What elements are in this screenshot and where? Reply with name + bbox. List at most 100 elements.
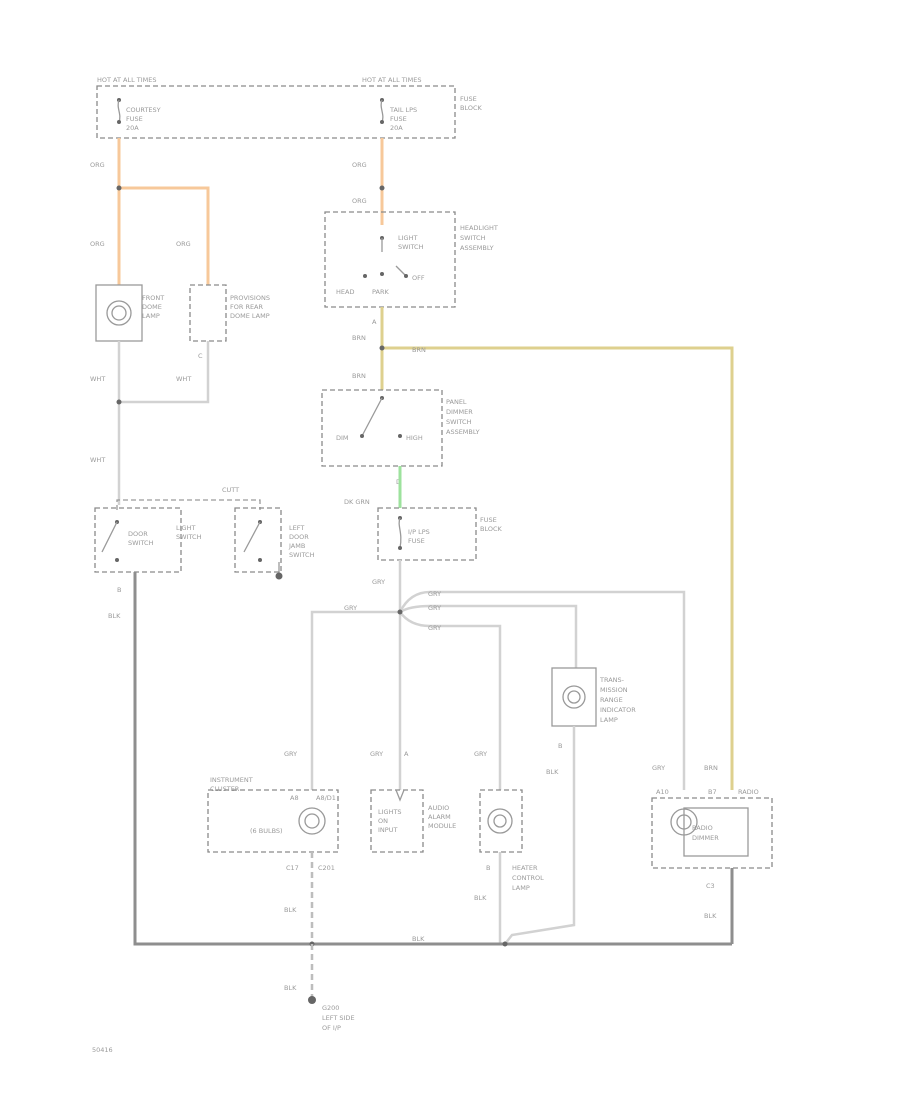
ip-lps-line2: FUSE <box>408 537 425 545</box>
gry-label-8: GRY <box>474 750 487 758</box>
footer-code: 50416 <box>92 1046 113 1054</box>
g200-line2: LEFT SIDE <box>322 1014 355 1022</box>
heater-line3: LAMP <box>512 884 530 892</box>
radio-dimmer-line2: DIMMER <box>692 834 719 842</box>
audio-alarm-line3: MODULE <box>428 822 456 830</box>
blk-label-7: BLK <box>284 984 297 992</box>
fuse-block-label-1a: FUSE <box>460 95 477 103</box>
fuse-block-label-1b: BLOCK <box>460 104 483 112</box>
head-label: HEAD <box>336 288 354 296</box>
brn-label-3: BRN <box>352 372 366 380</box>
light-switch2-line1: LIGHT <box>176 524 195 532</box>
high-label: HIGH <box>406 434 423 442</box>
courtesy-fuse-icon <box>117 98 121 124</box>
org-label-2: ORG <box>90 240 105 248</box>
ground-bus: BLK BLK G200 LEFT SIDE OF I/P <box>133 572 732 1032</box>
front-dome-line3: LAMP <box>142 312 160 320</box>
blk-label-3: BLK <box>284 906 297 914</box>
brn-label-4: BRN <box>704 764 718 772</box>
radio: A10 B7 RADIO RADIO DIMMER C3 BLK <box>651 788 773 944</box>
door-light-switch-box: CUTT DOOR SWITCH LIGHT SWITCH <box>94 486 261 573</box>
provisions-line2: FOR REAR <box>230 303 264 311</box>
org-label-4: ORG <box>352 161 367 169</box>
c201-label: C201 <box>318 864 335 872</box>
gry-label-5: GRY <box>428 624 441 632</box>
pin-b7: B7 <box>708 788 717 796</box>
courtesy-fuse-line1: COURTESY <box>126 106 161 114</box>
pin-a8: A8 <box>290 794 299 802</box>
gry-label-3: GRY <box>428 590 441 598</box>
blk-label-5: BLK <box>704 912 717 920</box>
trans-line3: RANGE <box>600 696 623 704</box>
brn-label-2: BRN <box>412 346 426 354</box>
wht-label-2: WHT <box>176 375 191 383</box>
rear-dome-provision: PROVISIONS FOR REAR DOME LAMP C <box>189 284 270 360</box>
gry-label-7: GRY <box>370 750 383 758</box>
left-door-line4: SWITCH <box>289 551 315 559</box>
light-switch2-line2: SWITCH <box>176 533 202 541</box>
tail-fuse-line2: FUSE <box>390 115 407 123</box>
fuse-block-2-line2: BLOCK <box>480 525 503 533</box>
headlight-switch-assembly: ORG ORG LIGHT SWITCH OFF HEAD PARK HEADL… <box>324 138 498 326</box>
connector-a: A <box>372 318 377 326</box>
blk-label-6: BLK <box>412 935 425 943</box>
connector-b2: B <box>558 742 562 750</box>
audio-alarm-module: A LIGHTS ON INPUT AUDIO ALARM MODULE <box>370 750 456 853</box>
gry-distribution: GRY GRY GRY GRY GRY GRY GRY GRY GRY <box>284 560 686 790</box>
door-switch-line2: SWITCH <box>128 539 154 547</box>
left-door-line2: DOOR <box>289 533 309 541</box>
panel-dimmer-line2: DIMMER <box>446 408 473 416</box>
panel-dimmer-line3: SWITCH <box>446 418 472 426</box>
gry-label-6: GRY <box>284 750 297 758</box>
headlight-switch-line1: HEADLIGHT <box>460 224 498 232</box>
cluster-line2: CLUSTER <box>210 785 240 793</box>
dk-grn-label: DK GRN <box>344 498 370 506</box>
left-door-line3: JAMB <box>288 542 305 550</box>
transmission-indicator-lamp: TRANS- MISSION RANGE INDICATOR LAMP B BL… <box>504 667 636 945</box>
pin-a-label: A <box>404 750 409 758</box>
wht-label-1: WHT <box>90 375 105 383</box>
brn-circuit: BRN BRN BRN BRN <box>352 307 734 790</box>
park-label: PARK <box>372 288 389 296</box>
light-switch-line2: SWITCH <box>398 243 424 251</box>
door-switch-line1: DOOR <box>128 530 148 538</box>
blk-label-1: BLK <box>108 612 121 620</box>
trans-line2: MISSION <box>600 686 628 694</box>
ip-lps-fuse-block: I/P LPS FUSE FUSE BLOCK <box>377 507 503 561</box>
left-door-jamb-switch: LEFT DOOR JAMB SWITCH <box>234 507 315 580</box>
g200-line1: G200 <box>322 1004 339 1012</box>
trans-line5: LAMP <box>600 716 618 724</box>
front-dome-lamp: FRONT DOME LAMP <box>95 284 164 342</box>
trans-line1: TRANS- <box>599 676 625 684</box>
left-door-line1: LEFT <box>289 524 304 532</box>
heater-line1: HEATER <box>512 864 538 872</box>
instrument-cluster: INSTRUMENT CLUSTER A8 A8/D1 (6 BULBS) C1… <box>207 776 339 940</box>
courtesy-circuit: ORG ORG ORG FRONT DOME LAMP PROVISIONS F… <box>90 138 315 620</box>
front-dome-line1: FRONT <box>142 294 164 302</box>
panel-dimmer-switch: DIM HIGH PANEL DIMMER SWITCH ASSEMBLY D <box>321 389 480 486</box>
blk-label-2: BLK <box>546 768 559 776</box>
heater-line2: CONTROL <box>512 874 544 882</box>
cluster-line1: INSTRUMENT <box>210 776 253 784</box>
ip-lps-line1: I/P LPS <box>408 528 430 536</box>
dim-label: DIM <box>336 434 349 442</box>
panel-dimmer-line1: PANEL <box>446 398 467 406</box>
hot-label-right: HOT AT ALL TIMES <box>362 76 422 84</box>
connector-b3: B <box>486 864 490 872</box>
lights-on-line3: INPUT <box>378 826 397 834</box>
blk-label-4: BLK <box>474 894 487 902</box>
trans-line4: INDICATOR <box>600 706 636 714</box>
provisions-line1: PROVISIONS <box>230 294 270 302</box>
radio-label: RADIO <box>738 788 759 796</box>
gry-label-9: GRY <box>652 764 665 772</box>
tail-fuse-line3: 20A <box>390 124 403 132</box>
audio-alarm-line2: ALARM <box>428 813 451 821</box>
hot-label-left: HOT AT ALL TIMES <box>97 76 157 84</box>
off-label: OFF <box>412 274 425 282</box>
brn-label-1: BRN <box>352 334 366 342</box>
light-switch-line1: LIGHT <box>398 234 417 242</box>
tail-fuse-line1: TAIL LPS <box>389 106 417 114</box>
org-wire-provision <box>119 186 210 285</box>
radio-dimmer-line1: RADIO <box>692 824 713 832</box>
